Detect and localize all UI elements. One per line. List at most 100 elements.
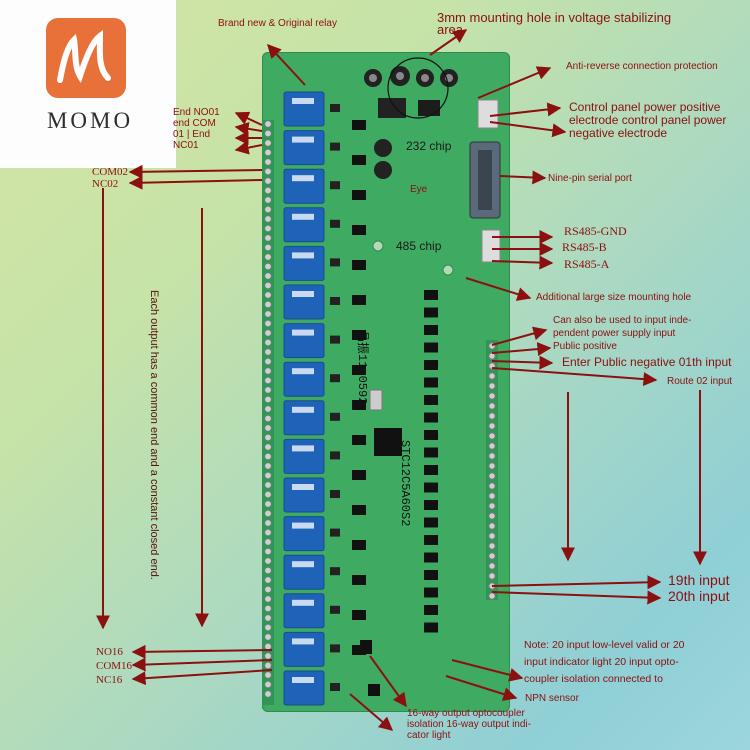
terminal-screw <box>488 422 496 430</box>
terminal-screw <box>264 509 272 517</box>
relay-label <box>292 445 314 452</box>
logo-panel: MOMO <box>0 0 176 168</box>
label-mounting-hole: 3mm mounting hole in voltage stabilizing… <box>437 10 672 37</box>
relay-label <box>292 329 314 336</box>
terminal-screw <box>264 376 272 384</box>
label-anti-reverse: Anti-reverse connection protection <box>566 61 718 72</box>
terminal-screw <box>264 139 272 147</box>
optocoupler <box>424 325 438 335</box>
label-chip-485: 485 chip <box>396 239 442 253</box>
terminal-screw <box>488 502 496 510</box>
label-end-no01: End NO01 end COM 01 | End NC01 <box>173 107 220 151</box>
optocoupler <box>424 395 438 405</box>
terminal-screw <box>264 528 272 536</box>
terminal-screw <box>264 234 272 242</box>
terminal-screw <box>264 196 272 204</box>
terminal-screw <box>264 300 272 308</box>
relay-driver <box>330 181 340 190</box>
relay-label <box>292 213 314 220</box>
terminal-screw <box>264 386 272 394</box>
terminal-screw <box>264 291 272 299</box>
terminal-screw <box>264 395 272 403</box>
terminal-screw <box>264 168 272 176</box>
terminal-screw <box>264 661 272 669</box>
terminal-screw <box>264 338 272 346</box>
optocoupler <box>352 400 366 410</box>
optocoupler <box>424 570 438 580</box>
optocoupler <box>352 120 366 130</box>
relay-driver <box>330 644 340 653</box>
optocoupler <box>352 260 366 270</box>
terminal-screw <box>264 519 272 527</box>
terminal-screw <box>264 329 272 337</box>
optocoupler <box>352 225 366 235</box>
terminal-screw <box>264 424 272 432</box>
relay-driver <box>330 567 340 576</box>
label-rs485-b: RS485-B <box>562 240 607 254</box>
label-note: Note: 20 input low-level valid or 20 inp… <box>524 639 685 685</box>
relay-driver <box>330 297 340 305</box>
terminal-screw <box>264 310 272 318</box>
label-route02: Route 02 input <box>667 376 733 387</box>
optocoupler <box>424 500 438 510</box>
terminal-screw <box>264 671 272 679</box>
board-mcu-text: STC12C5A60S2 <box>398 440 412 527</box>
relay-driver <box>330 104 340 112</box>
optocoupler <box>424 342 438 353</box>
terminal-screw <box>264 633 272 641</box>
terminal-screw <box>488 512 496 520</box>
terminal-screw <box>264 253 272 261</box>
label-independent: Can also be used to input inde- pendent … <box>553 315 692 339</box>
terminal-screw <box>488 572 496 580</box>
terminal-screw <box>264 215 272 223</box>
terminal-screw <box>264 690 272 698</box>
relay-label <box>292 291 314 297</box>
terminal-screw <box>264 225 272 233</box>
terminal-screw <box>264 538 272 546</box>
relay-driver <box>330 451 340 460</box>
terminal-screw <box>264 206 272 214</box>
optocoupler <box>424 412 438 423</box>
terminal-screw <box>264 576 272 584</box>
optocoupler <box>352 190 366 200</box>
optocoupler <box>424 447 438 458</box>
terminal-screw <box>264 348 272 356</box>
optocoupler <box>424 587 438 598</box>
terminal-screw <box>488 402 496 410</box>
terminal-screw <box>488 542 496 550</box>
terminal-screw <box>264 566 272 574</box>
relay-label <box>292 136 314 143</box>
label-rs485-gnd: RS485-GND <box>564 224 627 238</box>
optocoupler <box>424 482 438 493</box>
terminal-screw <box>488 552 496 560</box>
terminal-screw <box>264 490 272 498</box>
optocoupler <box>352 365 366 375</box>
logo-text: MOMO <box>46 108 134 133</box>
optocoupler <box>424 465 438 475</box>
board-crystal-text: 晶振11.0592 <box>355 330 369 405</box>
relay-driver <box>330 412 340 421</box>
relay-driver <box>330 683 340 691</box>
relay-driver <box>330 335 340 344</box>
relay-label <box>292 484 314 490</box>
terminal-screw <box>264 547 272 555</box>
label-chip-232: 232 chip <box>406 139 452 153</box>
optocoupler <box>424 290 438 300</box>
optocoupler <box>424 552 438 563</box>
relay-label <box>292 368 314 375</box>
terminal-screw <box>264 187 272 195</box>
relay-label <box>292 252 314 259</box>
terminal-screw <box>488 522 496 530</box>
optocoupler <box>352 505 366 515</box>
label-eye: Eye <box>410 184 428 195</box>
optocoupler <box>352 295 366 305</box>
terminal-screw <box>264 557 272 565</box>
terminal-screw <box>264 500 272 508</box>
terminal-screw <box>264 357 272 365</box>
label-large-hole: Additional large size mounting hole <box>536 292 692 303</box>
terminal-screw <box>264 585 272 593</box>
terminal-screw <box>488 562 496 570</box>
terminal-screw <box>264 443 272 451</box>
